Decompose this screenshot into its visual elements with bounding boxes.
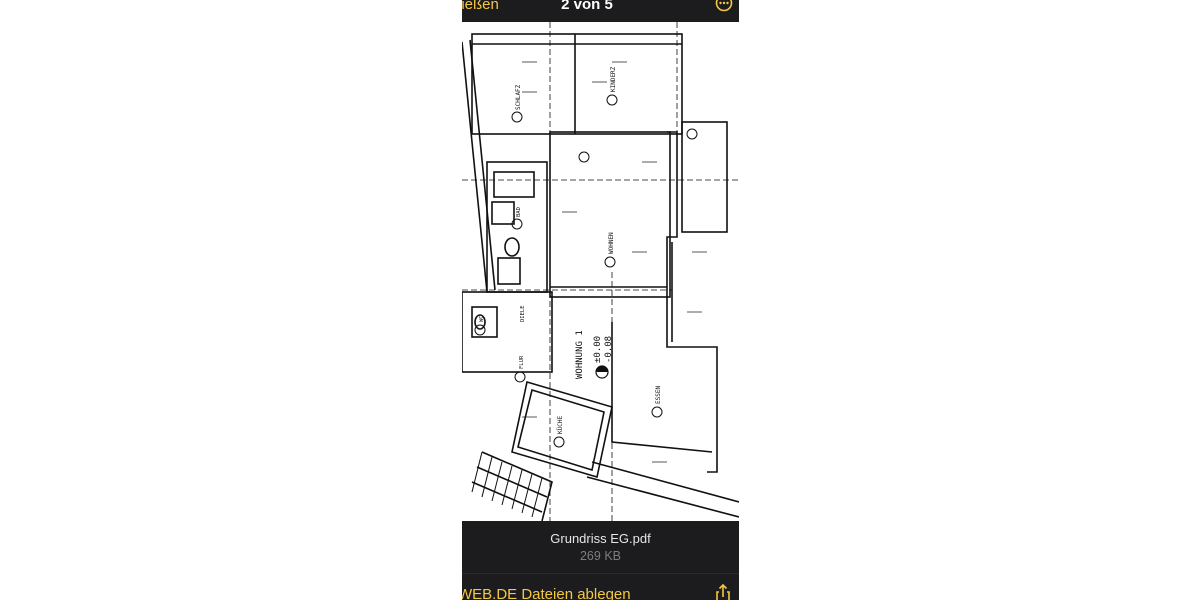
room-label-bad: BAD: [516, 207, 522, 217]
top-toolbar: ließen 2 von 5: [462, 0, 739, 22]
ellipsis-circle-icon: [715, 0, 733, 12]
share-icon: [716, 583, 730, 600]
room-label-essen: ESSEN: [655, 386, 662, 404]
page-counter: 2 von 5: [561, 0, 613, 13]
room-label-flur: FLUR: [519, 355, 525, 369]
close-button[interactable]: ließen: [462, 0, 499, 13]
room-label-wohnen: WOHNEN: [608, 232, 615, 254]
file-name: Grundriss EG.pdf: [550, 531, 651, 546]
pdf-viewer-screen: ließen 2 von 5: [462, 0, 739, 600]
room-label-diele: DIELE: [520, 305, 526, 322]
file-size: 269 KB: [579, 549, 621, 563]
more-options-button[interactable]: [715, 0, 733, 12]
file-info-panel: Grundriss EG.pdf 269 KB: [462, 521, 739, 573]
save-to-webde-button[interactable]: WEB.DE Dateien ablegen: [462, 586, 631, 600]
level-minus-label: -0.08: [604, 336, 614, 363]
document-page[interactable]: SCHLAFZ KINDERZ WOHNEN BAD WC DIELE FLUR…: [462, 22, 739, 521]
bottom-toolbar: WEB.DE Dateien ablegen: [462, 573, 739, 600]
room-label-kinderz: KINDERZ: [610, 66, 617, 92]
room-label-wc: WC: [479, 315, 485, 322]
unit-label: WOHNUNG 1: [575, 330, 585, 379]
room-label-kueche: KÜCHE: [557, 416, 564, 434]
room-label-schlafz: SCHLAFZ: [515, 84, 522, 110]
floor-plan-drawing: SCHLAFZ KINDERZ WOHNEN BAD WC DIELE FLUR…: [462, 22, 739, 521]
level-plus-label: ±0.00: [593, 336, 603, 363]
share-button[interactable]: [713, 583, 733, 600]
